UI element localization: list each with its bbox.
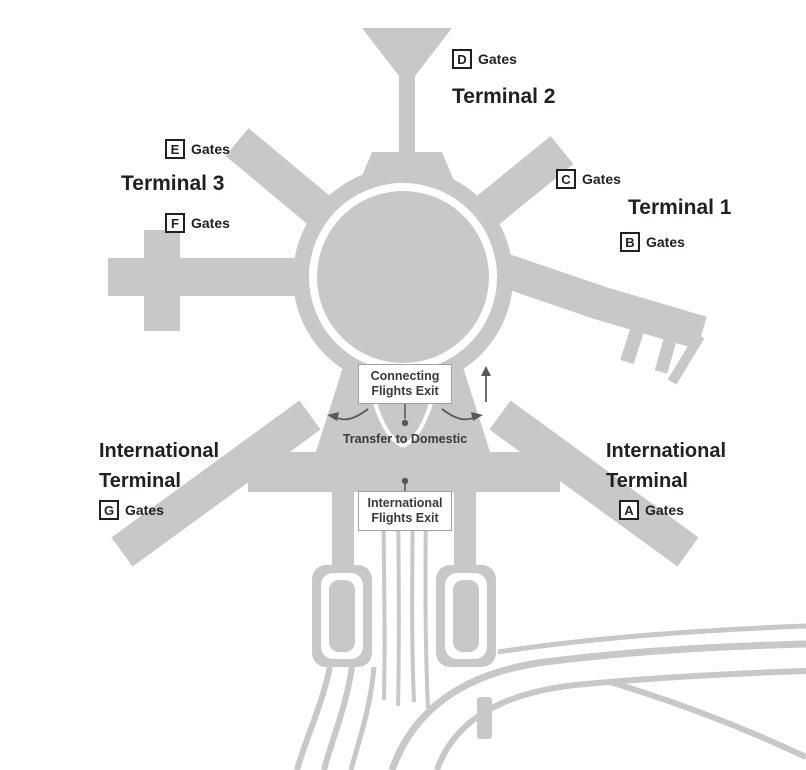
international-flights-exit-line1: International (367, 496, 443, 510)
roads (294, 623, 806, 770)
terminal-2-label: Terminal 2 (452, 85, 556, 108)
gate-g-badge: G (99, 500, 119, 520)
connector-arrows (327, 366, 491, 492)
concourse-arms (108, 128, 707, 567)
gate-b-label: Gates (646, 234, 685, 250)
connecting-flights-exit-box: Connecting Flights Exit (358, 364, 452, 404)
connector-dot-top (401, 419, 409, 427)
gate-f: F Gates (165, 213, 230, 233)
gate-d-badge: D (452, 49, 472, 69)
international-flights-exit-box: International Flights Exit (358, 491, 452, 531)
gate-d-label: Gates (478, 51, 517, 67)
connecting-flights-exit-line1: Connecting (370, 369, 440, 383)
up-arrowhead (481, 366, 491, 376)
garage-right (436, 565, 496, 667)
gate-f-badge: F (165, 213, 185, 233)
connector-dot-bottom (401, 477, 409, 485)
international-terminal-left-line2: Terminal (99, 470, 181, 492)
gate-g: G Gates (99, 500, 164, 520)
transfer-to-domestic-label: Transfer to Domestic (342, 432, 468, 446)
terminal-3-label: Terminal 3 (121, 172, 225, 195)
garage-left (312, 565, 372, 667)
gate-e-badge: E (165, 139, 185, 159)
gate-f-label: Gates (191, 215, 230, 231)
gate-e: E Gates (165, 139, 230, 159)
left-curve-arrowhead (327, 412, 339, 421)
international-terminal-right-label: International Terminal (606, 436, 726, 496)
connecting-flights-exit-line2: Flights Exit (371, 384, 439, 398)
international-terminal-right-line2: Terminal (606, 470, 688, 492)
gate-c-label: Gates (582, 171, 621, 187)
gate-c: C Gates (556, 169, 621, 189)
gate-a: A Gates (619, 500, 684, 520)
terminal-1-label: Terminal 1 (628, 196, 732, 219)
gate-a-label: Gates (645, 502, 684, 518)
gate-d: D Gates (452, 49, 517, 69)
gate-a-badge: A (619, 500, 639, 520)
gate-b: B Gates (620, 232, 685, 252)
gate-c-badge: C (556, 169, 576, 189)
international-flights-exit-line2: Flights Exit (371, 511, 439, 525)
gate-b-badge: B (620, 232, 640, 252)
right-curve-arrowhead (471, 412, 483, 421)
gate-e-label: Gates (191, 141, 230, 157)
international-terminal-left-label: International Terminal (99, 436, 219, 496)
international-terminal-left-line1: International (99, 440, 220, 462)
gate-g-label: Gates (125, 502, 164, 518)
international-terminal-right-line1: International (606, 440, 727, 462)
